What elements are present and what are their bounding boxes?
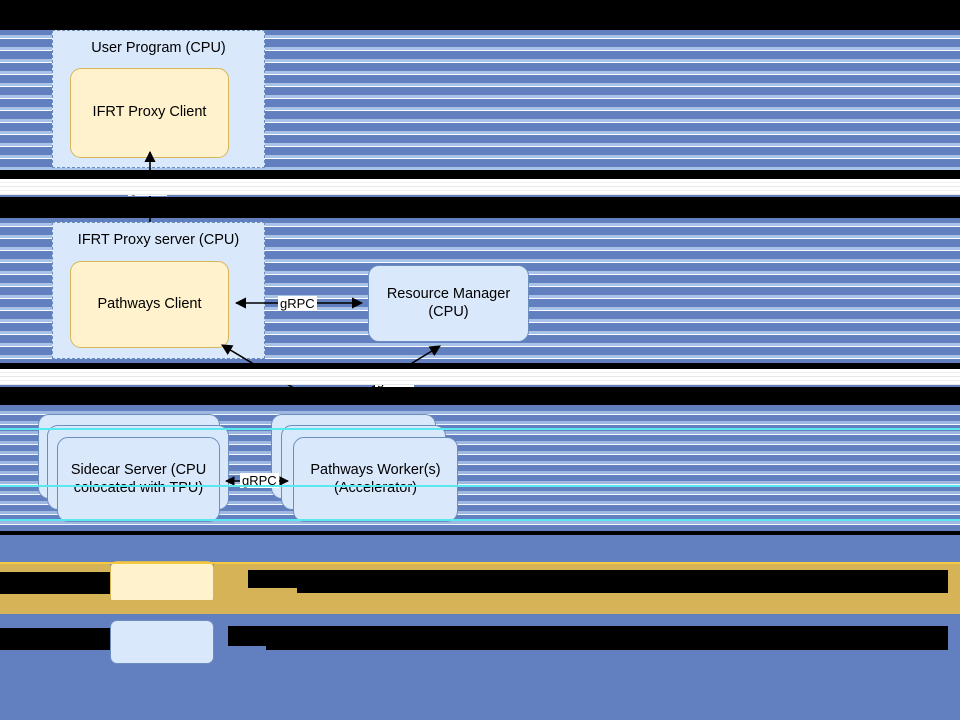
node-user-program-label: User Program (CPU) bbox=[91, 40, 226, 56]
edge-label-grpc-1: gRPC bbox=[128, 181, 167, 196]
legend-swatch-1 bbox=[110, 620, 214, 664]
node-pathways-client-label: Pathways Client bbox=[97, 295, 202, 312]
node-ifrt-proxy-server-label: IFRT Proxy server (CPU) bbox=[77, 232, 240, 248]
node-ifrt-proxy-client-label: IFRT Proxy Client bbox=[92, 104, 207, 121]
edge-label-grpc-4: gRPC bbox=[375, 373, 414, 388]
node-pathways-client[interactable]: Pathways Client bbox=[70, 261, 229, 348]
edge-label-grpc-5: gRPC bbox=[240, 473, 279, 488]
node-resource-manager[interactable]: Resource Manager (CPU) bbox=[368, 265, 529, 342]
legend-swatch-0 bbox=[110, 561, 214, 605]
node-ifrt-proxy-client[interactable]: IFRT Proxy Client bbox=[70, 68, 229, 158]
edge-label-grpc-2: gRPC bbox=[278, 296, 317, 311]
node-sidecar-server-label: Sidecar Server (CPU colocated with TPU) bbox=[70, 461, 207, 496]
node-sidecar-server[interactable]: Sidecar Server (CPU colocated with TPU) bbox=[57, 437, 220, 522]
node-pathways-workers-label: Pathways Worker(s) (Accelerator) bbox=[310, 461, 441, 496]
edge-label-grpc-3: gRPC bbox=[249, 369, 288, 384]
node-pathways-workers[interactable]: Pathways Worker(s) (Accelerator) bbox=[293, 437, 458, 522]
node-resource-manager-label: Resource Manager (CPU) bbox=[386, 285, 511, 320]
